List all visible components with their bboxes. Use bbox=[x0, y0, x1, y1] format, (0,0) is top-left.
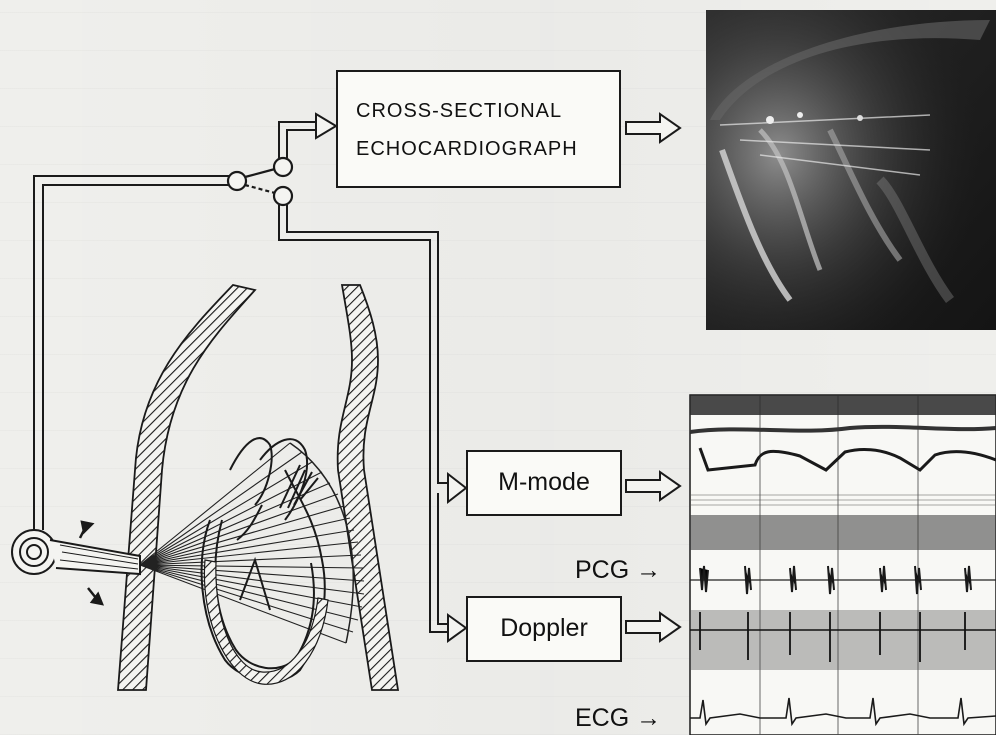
cross-sectional-label-line1: CROSS-SECTIONAL bbox=[356, 100, 562, 123]
splitter-upper-node bbox=[274, 158, 292, 176]
splitter-input-node bbox=[228, 172, 246, 190]
arrow-to-cross-sectional bbox=[316, 114, 336, 138]
cross-sectional-image bbox=[706, 10, 996, 330]
splitter-lower-node bbox=[274, 187, 292, 205]
mmode-label: M-mode bbox=[468, 468, 620, 497]
signal-splitter bbox=[228, 158, 292, 205]
arrow-to-doppler bbox=[448, 615, 466, 641]
cross-sectional-echocardiograph-box: CROSS-SECTIONAL ECHOCARDIOGRAPH bbox=[336, 70, 621, 188]
doppler-label: Doppler bbox=[468, 614, 620, 643]
arrow-mmode-to-trace bbox=[626, 472, 680, 500]
strip-chart-recording bbox=[690, 395, 996, 735]
splitter-connections bbox=[245, 169, 275, 193]
transducer-probe bbox=[12, 530, 140, 574]
esophagus-walls bbox=[118, 285, 398, 690]
ultrasound-fan bbox=[140, 443, 364, 643]
mmode-box: M-mode bbox=[466, 450, 622, 516]
arrow-doppler-to-trace bbox=[626, 613, 680, 641]
ecg-trace-label: ECG → bbox=[575, 704, 661, 733]
doppler-box: Doppler bbox=[466, 596, 622, 662]
esophagus-right-wall bbox=[338, 285, 398, 690]
pcg-trace-label: PCG → bbox=[575, 556, 661, 585]
arrow-cross-to-image bbox=[626, 114, 680, 142]
cross-sectional-label-line2: ECHOCARDIOGRAPH bbox=[356, 138, 578, 161]
route-to-cross-sectional bbox=[279, 122, 318, 158]
arrow-to-mmode bbox=[448, 474, 466, 502]
